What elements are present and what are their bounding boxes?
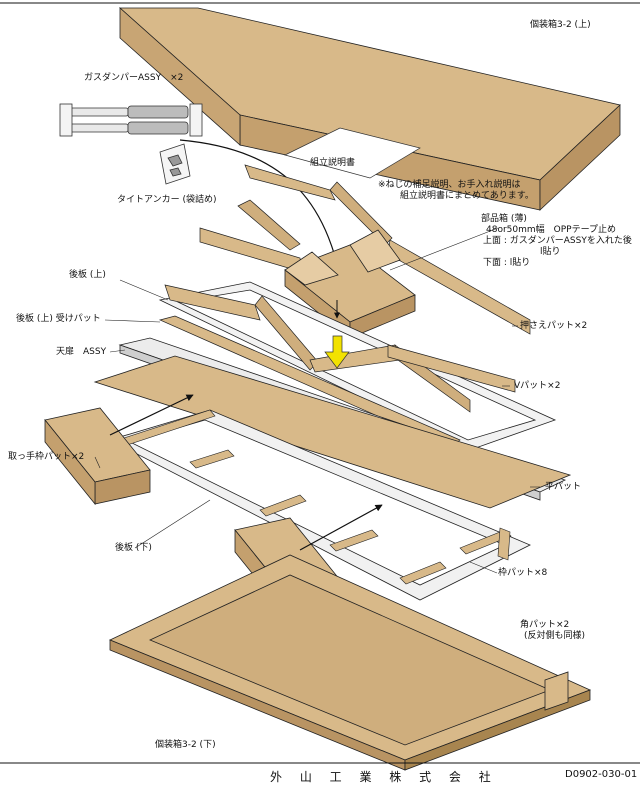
label-back-plate-lower: 後板 (下) — [115, 543, 152, 553]
label-holding-pad: 押さえパット×2 — [520, 321, 588, 331]
label-parts-box-5: 下面 : l貼り — [483, 258, 531, 268]
assembly-manual-sheet — [284, 127, 421, 179]
label-top-door: 天扉 ASSY — [56, 347, 107, 357]
yellow-down-arrow — [324, 335, 350, 369]
label-gas-damper: ガスダンパーASSY ×2 — [84, 73, 184, 83]
label-handle-frame-pad: 取っ手枠パット×2 — [8, 452, 85, 462]
label-note-line2: 組立説明書にまとめてあります。 — [400, 191, 534, 201]
leader-lines — [94, 227, 540, 574]
anchor-bag-icon — [159, 143, 191, 185]
label-corner-pad-1: 角パット×2 — [520, 620, 570, 630]
v-pads — [164, 284, 516, 413]
handle-frame-pad-left — [44, 407, 151, 506]
label-back-plate-upper: 後板 (上) — [69, 270, 106, 280]
gas-damper-icon — [59, 103, 203, 137]
corner-pad — [544, 671, 569, 711]
label-v-pad: Vパット×2 — [514, 381, 561, 391]
label-flat-pad: 平パット — [545, 482, 582, 492]
label-frame-pad: 枠パット×8 — [498, 568, 548, 578]
label-parts-box-1: 部品箱 (薄) — [481, 214, 527, 224]
document-code: D0902-030-01 — [565, 769, 638, 780]
label-box-top: 個装箱3-2 (上) — [530, 20, 591, 30]
label-box-bottom: 個装箱3-2 (下) — [155, 740, 216, 750]
bottom-box — [109, 554, 592, 771]
label-back-plate-upper-pad: 後板 (上) 受けパット — [16, 314, 101, 324]
label-corner-pad-2: (反対側も同様) — [524, 631, 586, 641]
label-note-line1: ※ねじの補足説明、お手入れ説明は — [378, 180, 521, 190]
label-parts-box-4: l貼り — [540, 247, 561, 257]
back-plate-upper-pad — [158, 315, 461, 449]
label-tight-anchor: タイトアンカー (袋詰め) — [117, 195, 217, 205]
label-parts-box-3: 上面 : ガスダンパーASSYを入れた後 — [483, 236, 632, 246]
label-manual: 組立説明書 — [310, 158, 356, 168]
holding-pads — [199, 164, 531, 335]
label-parts-box-2: 48or50mm幅 OPPテープ止め — [486, 225, 617, 235]
flat-pad — [93, 355, 572, 509]
company-name: 外 山 工 業 株 式 会 社 — [270, 770, 498, 784]
